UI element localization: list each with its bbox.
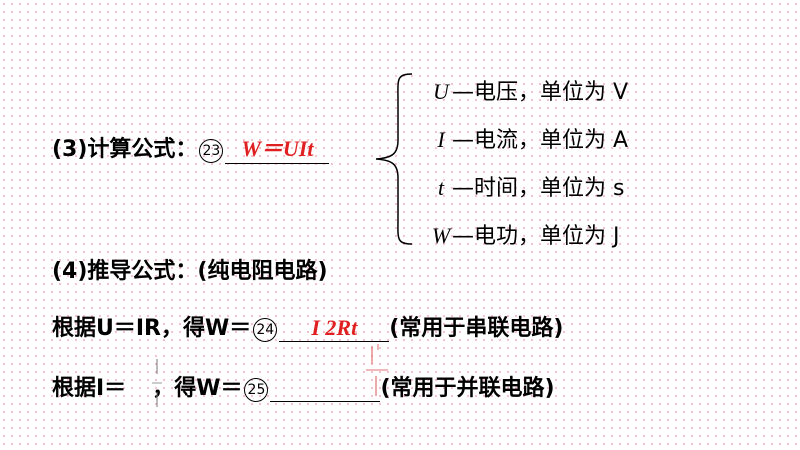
fraction-u2-over-r-icon bbox=[366, 344, 388, 396]
fraction-u-over-r-icon bbox=[152, 359, 162, 407]
legend-row-time: t —时间，单位为 s bbox=[430, 170, 625, 202]
legend-symbol: U bbox=[433, 79, 449, 104]
formula-line-25: 根据I＝ ，得W＝25 (常用于并联电路) bbox=[52, 370, 555, 402]
legend-symbol: W bbox=[431, 223, 451, 248]
legend-text: —时间，单位为 s bbox=[452, 176, 625, 201]
parallel-suffix: (常用于并联电路) bbox=[380, 376, 555, 401]
parallel-mid: ，得W＝ bbox=[152, 376, 243, 401]
blank-number-23: 23 bbox=[199, 138, 224, 163]
derived-formula-heading: (4)推导公式：(纯电阻电路) bbox=[52, 259, 328, 284]
legend-text: —电功，单位为 J bbox=[452, 224, 620, 249]
series-suffix: (常用于串联电路) bbox=[389, 316, 564, 341]
curly-brace-icon bbox=[375, 73, 413, 245]
legend-text: —电压，单位为 V bbox=[452, 80, 629, 105]
legend-row-current: I —电流，单位为 A bbox=[430, 122, 628, 154]
answer-blank-24: I 2Rt bbox=[279, 315, 390, 342]
series-prefix: 根据U＝IR，得W＝ bbox=[52, 316, 252, 341]
legend-row-work: W—电功，单位为 J bbox=[430, 218, 620, 250]
legend-row-voltage: U—电压，单位为 V bbox=[430, 74, 628, 106]
calc-formula-label: (3)计算公式： bbox=[52, 137, 198, 162]
legend-symbol: t bbox=[437, 175, 445, 200]
legend-text: —电流，单位为 A bbox=[452, 128, 629, 153]
parallel-prefix: 根据I＝ bbox=[52, 376, 127, 401]
answer-blank-23: W＝UIt bbox=[225, 131, 330, 164]
answer-blank-25 bbox=[270, 375, 381, 402]
legend-symbol: I bbox=[437, 127, 445, 152]
blank-number-24: 24 bbox=[253, 317, 278, 342]
blank-number-25: 25 bbox=[244, 377, 269, 402]
